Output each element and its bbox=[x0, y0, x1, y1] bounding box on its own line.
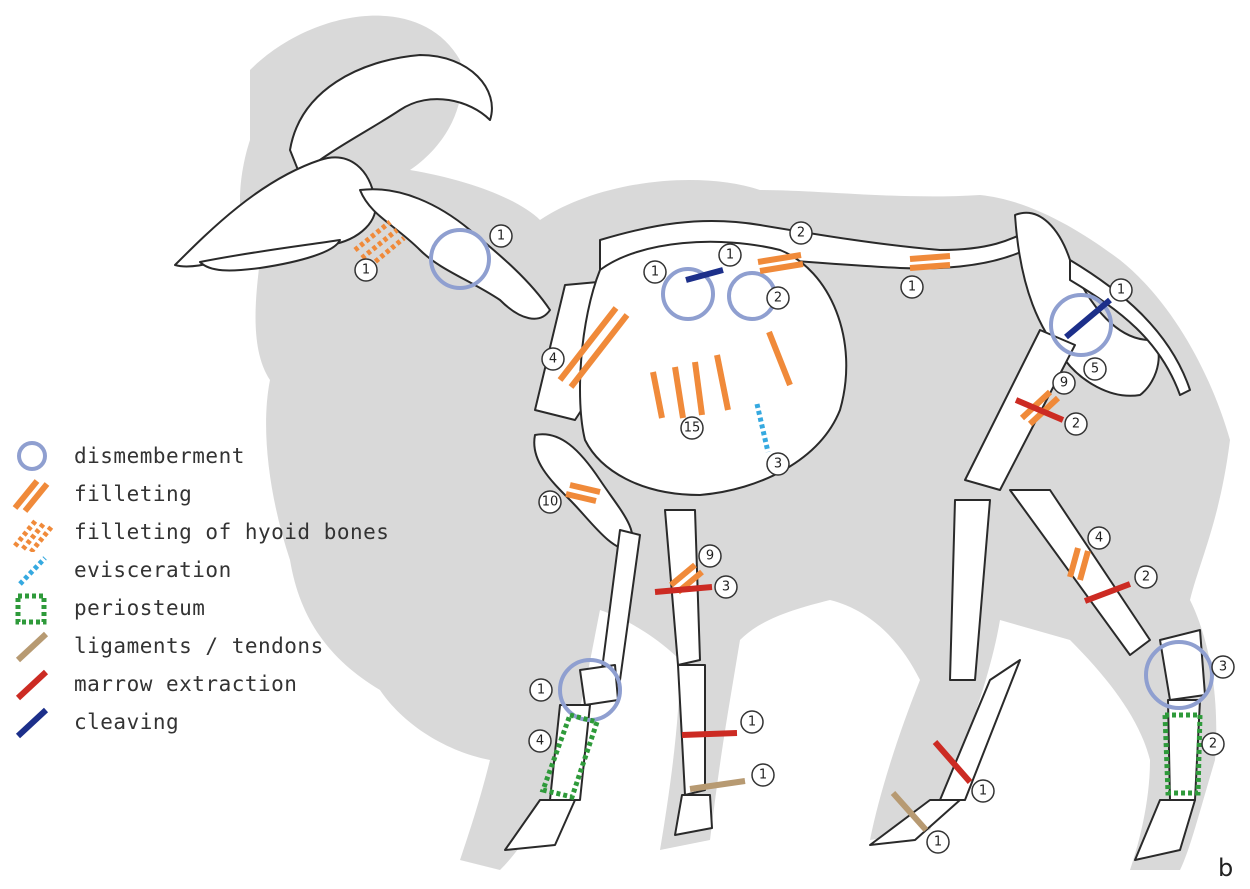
callout-count: 2 bbox=[1072, 417, 1080, 432]
legend-label: filleting bbox=[74, 482, 192, 506]
count-callout-lumbar-filleting: 1 bbox=[901, 276, 923, 298]
callout-count: 4 bbox=[536, 734, 544, 749]
callout-count: 10 bbox=[542, 495, 559, 510]
count-callout-femur-marrow: 2 bbox=[1065, 413, 1087, 435]
count-callout-tibia-filleting: 4 bbox=[1088, 527, 1110, 549]
callout-count: 1 bbox=[979, 784, 987, 799]
filleting-lumbar-b bbox=[910, 265, 950, 268]
panel-label: b bbox=[1218, 854, 1233, 882]
count-callout-femur-filleting: 9 bbox=[1053, 372, 1075, 394]
count-callout-left-hind-ligament: 1 bbox=[927, 831, 949, 853]
legend-label: filleting of hyoid bones bbox=[74, 520, 389, 544]
front-right-phalanges bbox=[675, 795, 712, 835]
callout-count: 1 bbox=[362, 263, 370, 278]
callout-count: 3 bbox=[722, 580, 730, 595]
callout-count: 2 bbox=[1209, 737, 1217, 752]
callout-count: 15 bbox=[684, 421, 701, 436]
legend-item-filleting: filleting bbox=[10, 476, 370, 514]
callout-count: 1 bbox=[537, 683, 545, 698]
legend-label: cleaving bbox=[74, 710, 179, 734]
count-callout-metacarpal-marrow: 1 bbox=[741, 711, 763, 733]
callout-count: 1 bbox=[726, 248, 734, 263]
count-callout-metatarsal-periosteum: 2 bbox=[1202, 733, 1224, 755]
dashed-stroke-icon bbox=[10, 552, 60, 590]
count-callout-humerus-filleting: 10 bbox=[539, 491, 561, 513]
callout-count: 1 bbox=[934, 835, 942, 850]
double-stroke-icon bbox=[10, 476, 60, 514]
count-callout-evisceration: 3 bbox=[767, 453, 789, 475]
count-callout-thoracic-dismemberment-2: 2 bbox=[767, 287, 789, 309]
count-callout-radius-marrow: 3 bbox=[715, 576, 737, 598]
callout-count: 9 bbox=[706, 549, 714, 564]
count-callout-hyoid: 1 bbox=[355, 259, 377, 281]
filleting-lumbar-a bbox=[910, 256, 950, 259]
callout-count: 1 bbox=[497, 229, 505, 244]
callout-count: 1 bbox=[651, 265, 659, 280]
marrow-front-right-metacarpal bbox=[682, 733, 737, 735]
stroke-icon bbox=[10, 704, 60, 742]
legend-item-cleaving: cleaving bbox=[10, 704, 370, 742]
callout-count: 2 bbox=[1142, 570, 1150, 585]
callout-count: 5 bbox=[1091, 362, 1099, 377]
count-callout-left-metatarsal-marrow: 1 bbox=[972, 780, 994, 802]
legend-item-ligaments: ligaments / tendons bbox=[10, 628, 370, 666]
count-callout-thoracic-cleaving: 1 bbox=[719, 244, 741, 266]
count-callout-carpal-dismemberment: 1 bbox=[530, 679, 552, 701]
stroke-icon bbox=[10, 628, 60, 666]
callout-count: 9 bbox=[1060, 376, 1068, 391]
legend-label: marrow extraction bbox=[74, 672, 297, 696]
dashed-rectangle-icon bbox=[10, 590, 60, 628]
callout-count: 4 bbox=[1095, 531, 1103, 546]
callout-count: 4 bbox=[549, 352, 557, 367]
legend-item-marrow: marrow extraction bbox=[10, 666, 370, 704]
stroke-icon bbox=[10, 666, 60, 704]
legend-item-dismemberment: dismemberment bbox=[10, 438, 370, 476]
count-callout-neck-dismemberment: 1 bbox=[490, 225, 512, 247]
count-callout-thoracic-filleting: 2 bbox=[790, 222, 812, 244]
callout-count: 3 bbox=[774, 457, 782, 472]
callout-count: 1 bbox=[908, 280, 916, 295]
callout-count: 1 bbox=[759, 768, 767, 783]
legend-label: periosteum bbox=[74, 596, 205, 620]
legend-item-periosteum: periosteum bbox=[10, 590, 370, 628]
legend-label: ligaments / tendons bbox=[74, 634, 324, 658]
legend-label: dismemberment bbox=[74, 444, 245, 468]
legend-label: evisceration bbox=[74, 558, 232, 582]
legend-item-evisceration: evisceration bbox=[10, 552, 370, 590]
dashed-double-stroke-icon bbox=[10, 514, 60, 552]
legend: dismemberment filleting filleting of hyo… bbox=[10, 438, 370, 742]
legend-item-hyoid: filleting of hyoid bones bbox=[10, 514, 370, 552]
callout-count: 1 bbox=[1117, 283, 1125, 298]
count-callout-thoracic-dismemberment: 1 bbox=[644, 261, 666, 283]
count-callout-tarsal-dismemberment: 3 bbox=[1212, 656, 1234, 678]
circle-icon bbox=[10, 438, 60, 476]
callout-count: 3 bbox=[1219, 660, 1227, 675]
count-callout-radius-filleting: 9 bbox=[699, 545, 721, 567]
count-callout-pelvis-5: 5 bbox=[1084, 358, 1106, 380]
count-callout-scapula-filleting: 4 bbox=[542, 348, 564, 370]
callout-count: 2 bbox=[774, 291, 782, 306]
count-callout-pelvis-cleaving: 1 bbox=[1110, 279, 1132, 301]
count-callout-metacarpal-periosteum: 4 bbox=[529, 730, 551, 752]
count-callout-tibia-marrow: 2 bbox=[1135, 566, 1157, 588]
count-callout-front-phalanx-ligament: 1 bbox=[752, 764, 774, 786]
callout-count: 1 bbox=[748, 715, 756, 730]
callout-count: 2 bbox=[797, 226, 805, 241]
count-callout-ribs-filleting: 15 bbox=[681, 417, 703, 439]
